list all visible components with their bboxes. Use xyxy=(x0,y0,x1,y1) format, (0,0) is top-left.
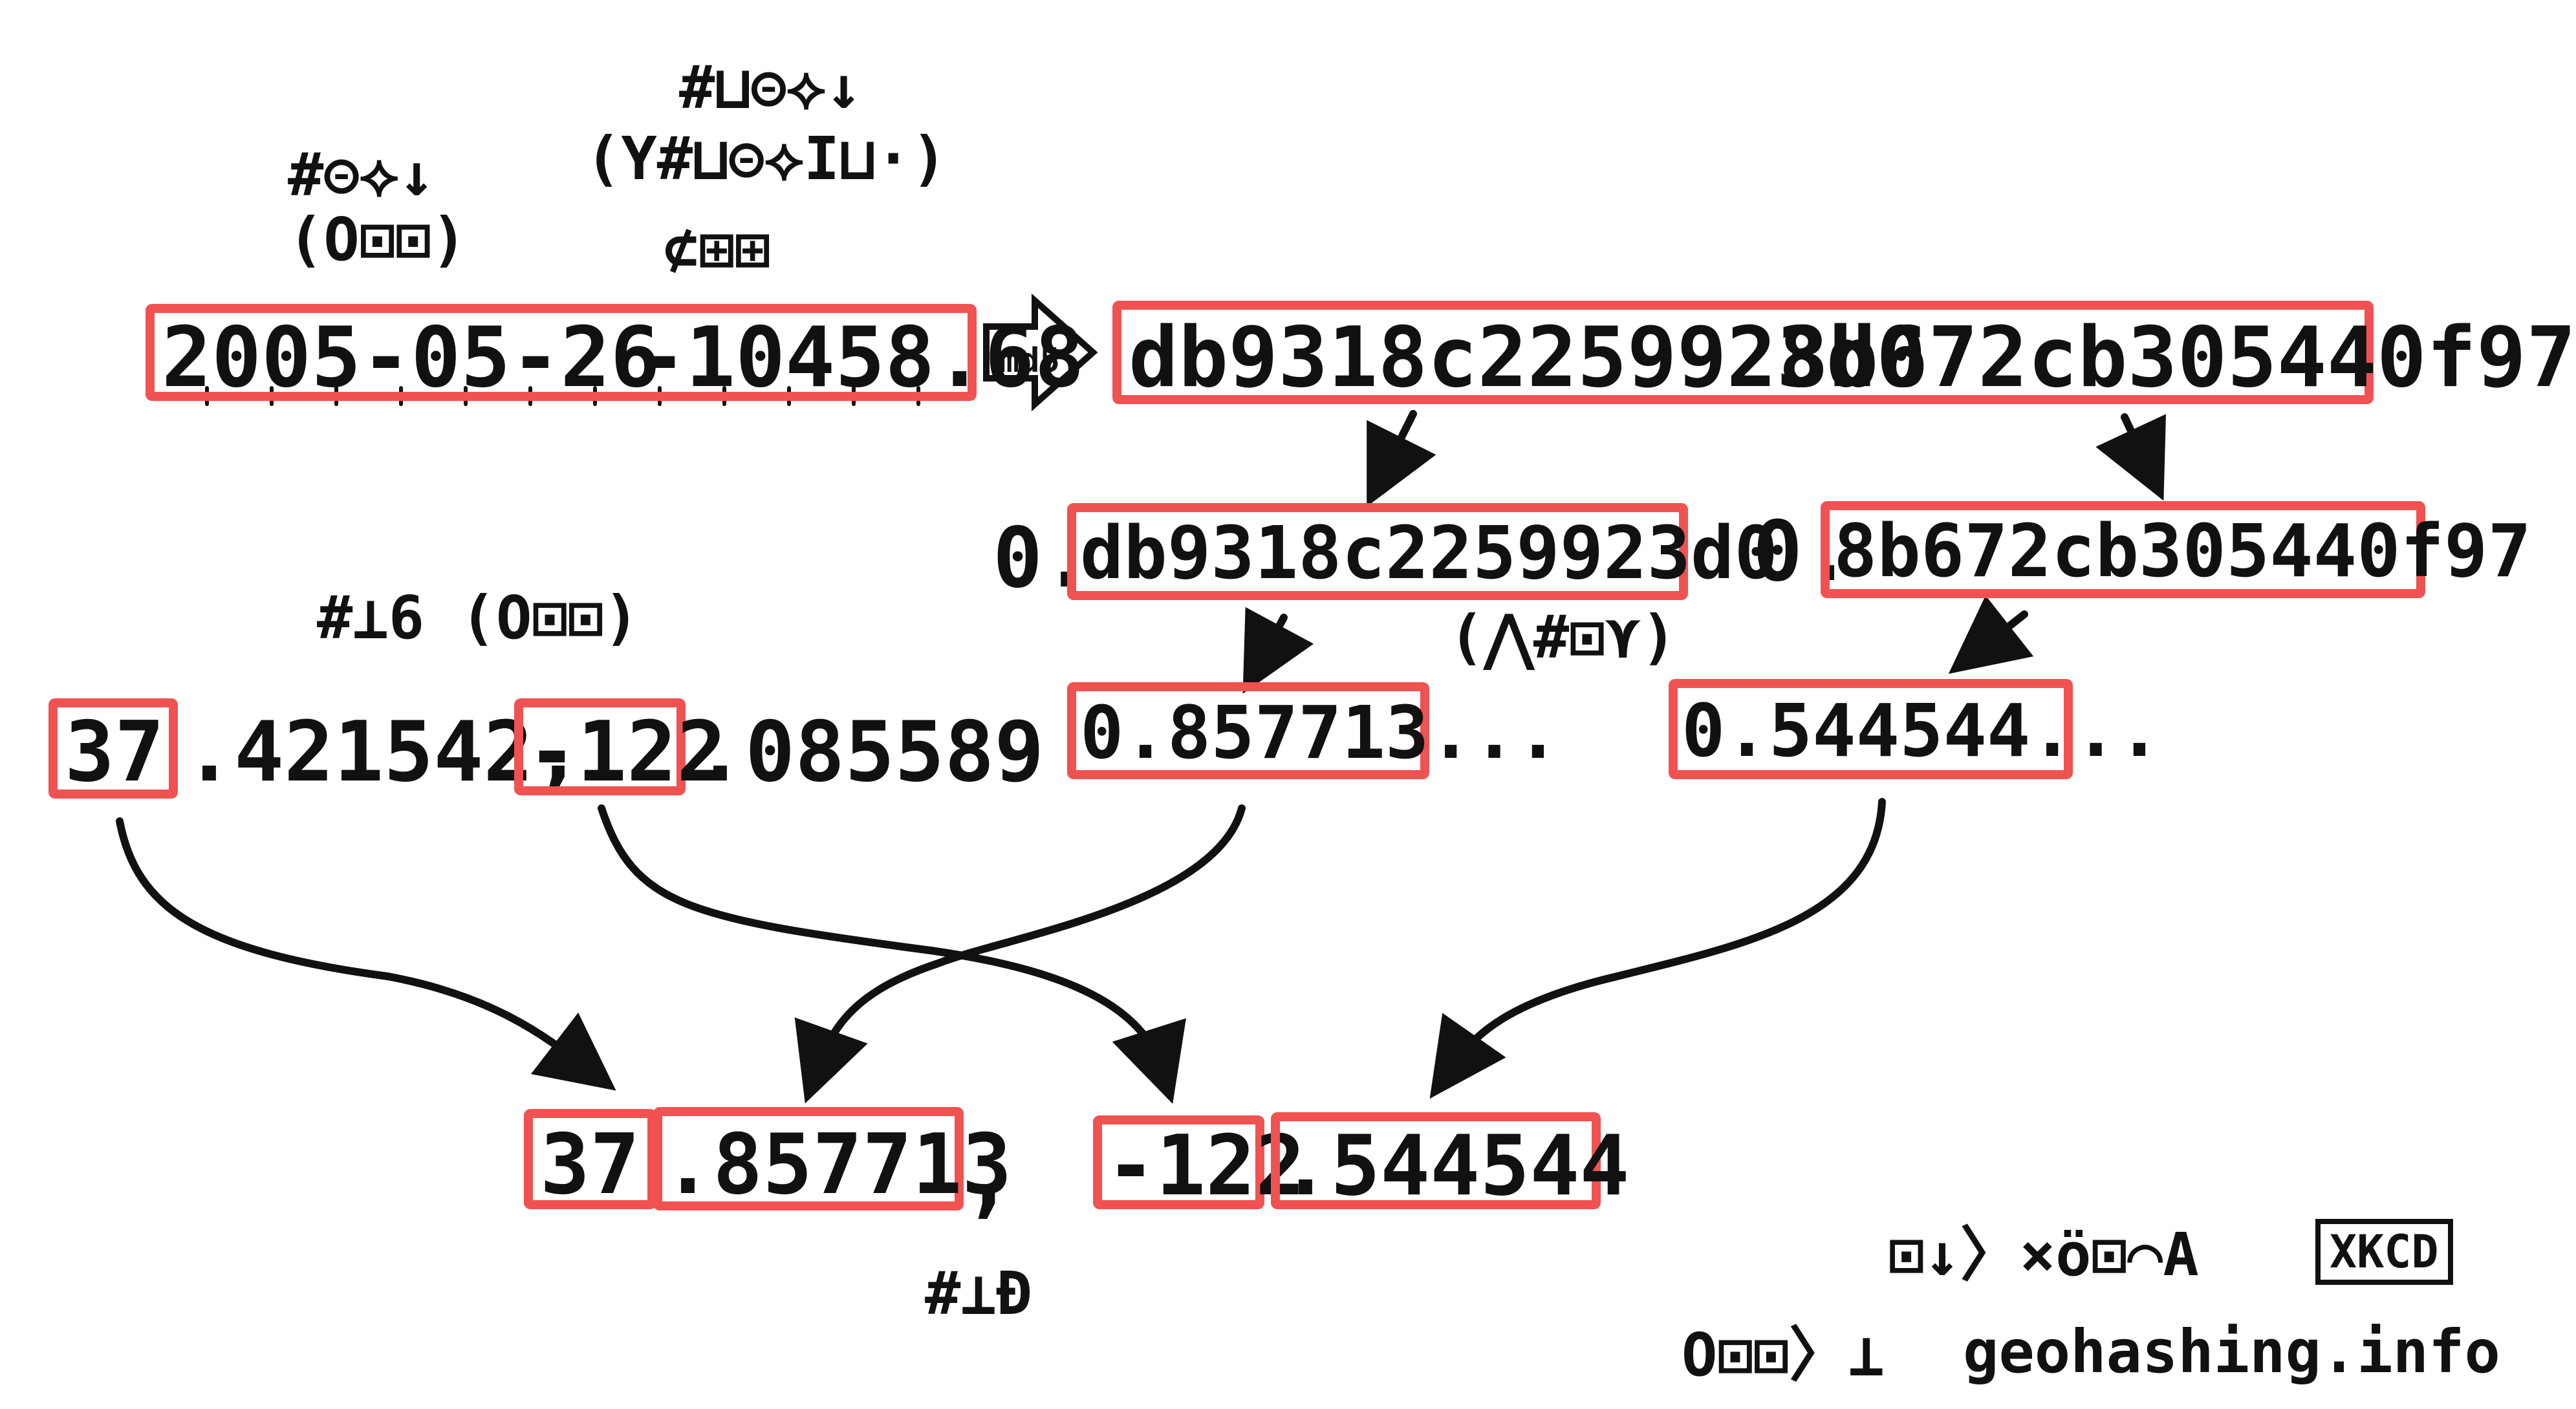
arrow-hash-to-lat-hex xyxy=(1367,410,1436,507)
lon-dec-box xyxy=(1669,679,2073,779)
dow-label-line3: ⊄⊞⊞ xyxy=(663,215,771,284)
input-highlight-box xyxy=(146,304,977,401)
lat-dec-box xyxy=(1067,682,1429,779)
hash-highlight-box xyxy=(1112,301,2374,404)
footer-xkcd-badge: XKCD xyxy=(2315,1219,2453,1285)
date-label-line2: (O⊡⊡) xyxy=(288,205,467,274)
arrow-lat-dec-to-result xyxy=(794,804,1246,1104)
result-lon-frac-box xyxy=(1271,1112,1601,1209)
lat-hex-box xyxy=(1067,503,1688,600)
lon-hex-box xyxy=(1821,501,2425,598)
md5-arrow xyxy=(983,293,1098,412)
input-date: 2005-05-26 xyxy=(162,310,660,406)
result-lon-frac: .544544 xyxy=(1281,1118,1630,1214)
lon-hex-value: 8b672cb305440f97 xyxy=(1834,510,2531,594)
graticule-lon-int-box xyxy=(514,698,686,795)
graticule-lon-int: -122 xyxy=(527,704,727,801)
result-lon-int-box xyxy=(1093,1115,1264,1209)
combine-label: (⋀#⊡⋎) xyxy=(1449,603,1677,672)
footer-line2-prefix: O⊡⊡〉⊥ xyxy=(1682,1320,1885,1390)
lon-dec-value: 0.544544... xyxy=(1682,689,2161,773)
arrow-lon-int-to-result xyxy=(598,804,1186,1104)
arrow-lat-int-to-result xyxy=(116,817,616,1091)
result-lat-frac-box xyxy=(653,1107,964,1210)
geohashing-diagram: #⊝⟡↓ (O⊡⊡) #⊔⊝⟡↓ (Y#⊔⊝⟡I⊔·) ⊄⊞⊞ 2005-05-… xyxy=(49,53,2576,1390)
hash-second-half: 8b672cb305440f97 xyxy=(1779,310,2576,406)
input-dash: - xyxy=(637,310,687,406)
result-label: #⊥Ð xyxy=(925,1259,1033,1328)
arrow-lon-hex-to-dec xyxy=(1948,595,2034,674)
graticule-lon-frac: .085589 xyxy=(695,704,1044,801)
graticule-lat-int: 37 xyxy=(65,704,165,801)
result-comma: , xyxy=(964,1131,1014,1227)
arrow-hash-to-lon-hex xyxy=(2095,413,2166,501)
footer-line1: ⊡↓〉×ö⊡⌒A xyxy=(1889,1220,2199,1289)
md5-arrow-label: md5 xyxy=(999,341,1060,380)
date-label-line1: #⊝⟡↓ xyxy=(288,140,435,210)
input-dow-open: 10458.68 xyxy=(686,310,1085,406)
arrow-lat-hex-to-dec xyxy=(1242,607,1314,694)
result-lat-frac: .857713 xyxy=(663,1117,1012,1213)
graticule-lat-int-box xyxy=(49,698,178,799)
result-lat-int: 37 xyxy=(540,1117,640,1213)
lon-hex-prefix: 0. xyxy=(1753,504,1853,600)
dow-label-line2: (Y#⊔⊝⟡I⊔·) xyxy=(585,124,947,193)
arrow-lon-dec-to-result xyxy=(1429,798,1886,1099)
lat-lon-label: #⊥6 (O⊡⊡) xyxy=(317,583,640,652)
hash-first-half: db9318c2259923d0 xyxy=(1129,310,1926,406)
footer-site-link[interactable]: geohashing.info xyxy=(1963,1317,2500,1386)
dow-label-line1: #⊔⊝⟡↓ xyxy=(679,53,862,122)
lat-hex-value: db9318c2259923d0 xyxy=(1080,511,1778,596)
lat-dec-value: 0.857713... xyxy=(1080,691,1560,775)
